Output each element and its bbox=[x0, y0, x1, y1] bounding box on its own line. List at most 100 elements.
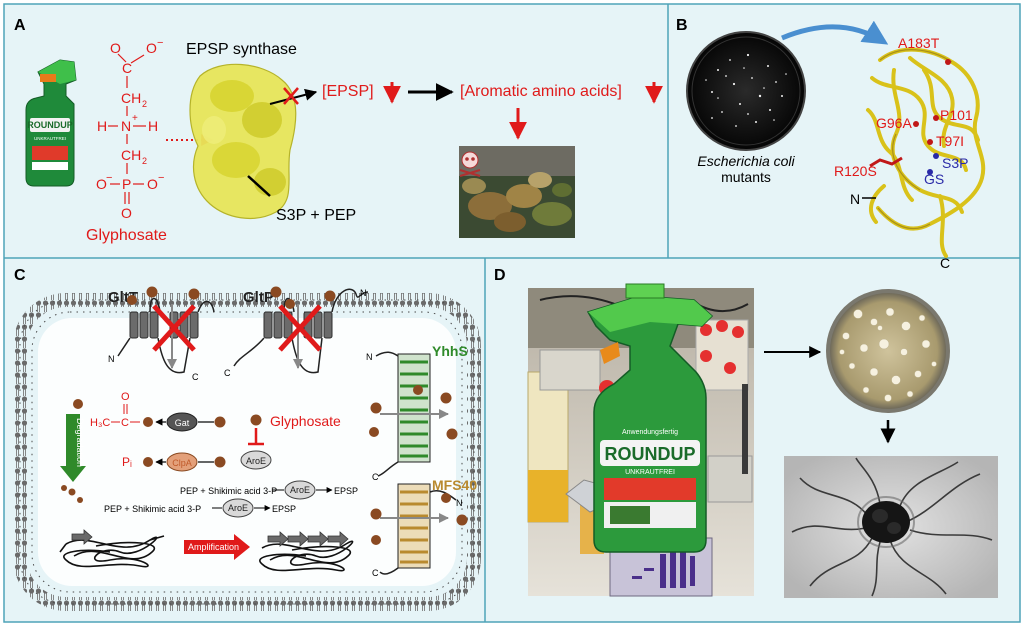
atom-p: P bbox=[122, 176, 131, 192]
panel-c-label: C bbox=[14, 267, 26, 284]
atom-p-o-left: O bbox=[96, 176, 107, 192]
cell-membrane bbox=[13, 293, 481, 611]
acetyl-c: C bbox=[121, 417, 129, 429]
electron-micrograph bbox=[784, 456, 998, 598]
panel-b: B Escherichia coli mutants bbox=[676, 17, 986, 271]
reaction1-product: EPSP bbox=[334, 486, 358, 496]
yhhs-n: N bbox=[366, 352, 373, 362]
glyphosate-particles bbox=[61, 286, 468, 545]
clpa-label: ClpA bbox=[172, 458, 192, 468]
gene-copies-right bbox=[267, 531, 349, 547]
atom-o-double: O bbox=[110, 40, 121, 56]
panel-a-label: A bbox=[14, 17, 26, 34]
clpa-reaction bbox=[155, 452, 226, 472]
aroe-inhibited-label: AroE bbox=[246, 456, 266, 466]
atom-h-left: H bbox=[97, 118, 107, 134]
aroe-label-2: AroE bbox=[290, 485, 310, 495]
mutation-p101: P101 bbox=[940, 107, 973, 123]
panel-b-label: B bbox=[676, 17, 688, 34]
gltp-c: C bbox=[224, 368, 231, 378]
aroe-reaction-2 bbox=[212, 498, 271, 518]
charge-n-plus: + bbox=[132, 113, 138, 124]
epsp-level-label: [EPSP] bbox=[322, 83, 374, 100]
gene-copy-left bbox=[71, 529, 93, 545]
mutation-t97: T97I bbox=[936, 133, 964, 149]
atom-p-o-bottom: O bbox=[121, 205, 132, 221]
aroe-label-3: AroE bbox=[228, 503, 248, 513]
epsp-synthase-label: EPSP synthase bbox=[186, 41, 297, 58]
chromosome-right bbox=[259, 540, 354, 572]
reaction1-substrates: PEP + Shikimic acid 3-P bbox=[180, 486, 277, 496]
plate-to-structure-arrow bbox=[781, 20, 889, 45]
atom-p-o-right: O bbox=[147, 176, 158, 192]
yhhs-label: YhhS bbox=[432, 343, 468, 359]
gat-reaction bbox=[155, 412, 226, 432]
acetyl-o: O bbox=[121, 391, 130, 403]
yhhs-c: C bbox=[372, 472, 379, 482]
ribbon-n-terminus: N bbox=[850, 191, 860, 207]
ribbon-c-terminus: C bbox=[940, 255, 950, 271]
mutation-g96a: G96A bbox=[876, 115, 912, 131]
panel-c: C GltT N C bbox=[13, 267, 481, 611]
mfs40-transporter bbox=[379, 483, 457, 575]
aroe-inhibition bbox=[240, 428, 272, 470]
gltt-n: N bbox=[108, 354, 115, 364]
ch2-upper-sub: 2 bbox=[142, 99, 147, 109]
mutation-markers bbox=[869, 59, 951, 175]
gltp-n: N bbox=[360, 288, 367, 298]
epsp-synthase-structure bbox=[189, 63, 297, 219]
atom-h-right: H bbox=[148, 118, 158, 134]
ch2-lower: CH bbox=[121, 147, 141, 163]
charge-p-o-right: − bbox=[158, 172, 164, 184]
atom-n: N bbox=[121, 118, 131, 134]
roundup-logo-a: ROUNDUP bbox=[27, 120, 73, 130]
mutation-a183t: A183T bbox=[898, 35, 940, 51]
charge-p-o-left: − bbox=[106, 172, 112, 184]
gltp-label: GltP bbox=[243, 289, 274, 306]
aromatic-label: [Aromatic amino acids] bbox=[460, 83, 622, 100]
amplification-arrow bbox=[184, 534, 250, 560]
glyphosate-structure: O C O − CH 2 H N + H CH 2 O − P O bbox=[86, 37, 167, 244]
site-s3p: S3P bbox=[942, 155, 968, 171]
atom-carboxyl-c: C bbox=[122, 60, 132, 76]
block-cross-a bbox=[283, 87, 299, 105]
gltp-transporter bbox=[233, 288, 369, 374]
roundup-top-d: Anwendungsfertig bbox=[622, 429, 678, 436]
gltt-c: C bbox=[192, 372, 199, 382]
lab-bench-photo: ROUNDUP UNKRAUTFREI Anwendungsfertig bbox=[527, 283, 754, 597]
ecoli-caption-species: Escherichia coli bbox=[697, 153, 795, 169]
skull-icon bbox=[459, 151, 481, 177]
nozzle-orange bbox=[40, 74, 56, 82]
mfs40-c: C bbox=[372, 568, 379, 578]
ecoli-plate bbox=[686, 31, 806, 151]
site-gs: GS bbox=[924, 171, 944, 187]
charge-o-minus: − bbox=[157, 37, 163, 49]
substrates-label: S3P + PEP bbox=[276, 207, 356, 224]
mfs40-n: N bbox=[456, 498, 463, 508]
gltt-transporter bbox=[117, 297, 215, 374]
panel-d-label: D bbox=[494, 267, 506, 284]
ribbon-shading bbox=[877, 49, 953, 230]
degradation-arrow bbox=[60, 414, 86, 482]
mfs40-label: MFS40 bbox=[432, 477, 477, 493]
acetyl-h3c: H₃C bbox=[90, 417, 110, 429]
ch2-upper: CH bbox=[121, 90, 141, 106]
atom-o-minus: O bbox=[146, 40, 157, 56]
panel-a: A ROUNDUP UNKRAUTFREI O C O − CH 2 H bbox=[14, 17, 663, 244]
reaction2-substrates: PEP + Shikimic acid 3-P bbox=[104, 504, 201, 514]
dying-plant-photo bbox=[459, 146, 575, 238]
reaction2-product: EPSP bbox=[272, 504, 296, 514]
panel-d: D bbox=[494, 267, 998, 598]
roundup-tag-a: UNKRAUTFREI bbox=[34, 136, 66, 141]
roundup-tag-d: UNKRAUTFREI bbox=[625, 469, 675, 476]
roundup-logo-d: ROUNDUP bbox=[604, 444, 695, 464]
amplification-label: Amplification bbox=[188, 542, 239, 552]
chromosome-left bbox=[59, 535, 165, 568]
ecoli-caption-rest: mutants bbox=[721, 169, 771, 185]
roundup-bottle-a: ROUNDUP UNKRAUTFREI bbox=[25, 59, 77, 187]
mutation-r120s: R120S bbox=[834, 163, 877, 179]
glyphosate-label-c: Glyphosate bbox=[270, 413, 341, 429]
gat-label: Gat bbox=[175, 418, 190, 428]
degradation-label: Degradation bbox=[75, 418, 85, 467]
